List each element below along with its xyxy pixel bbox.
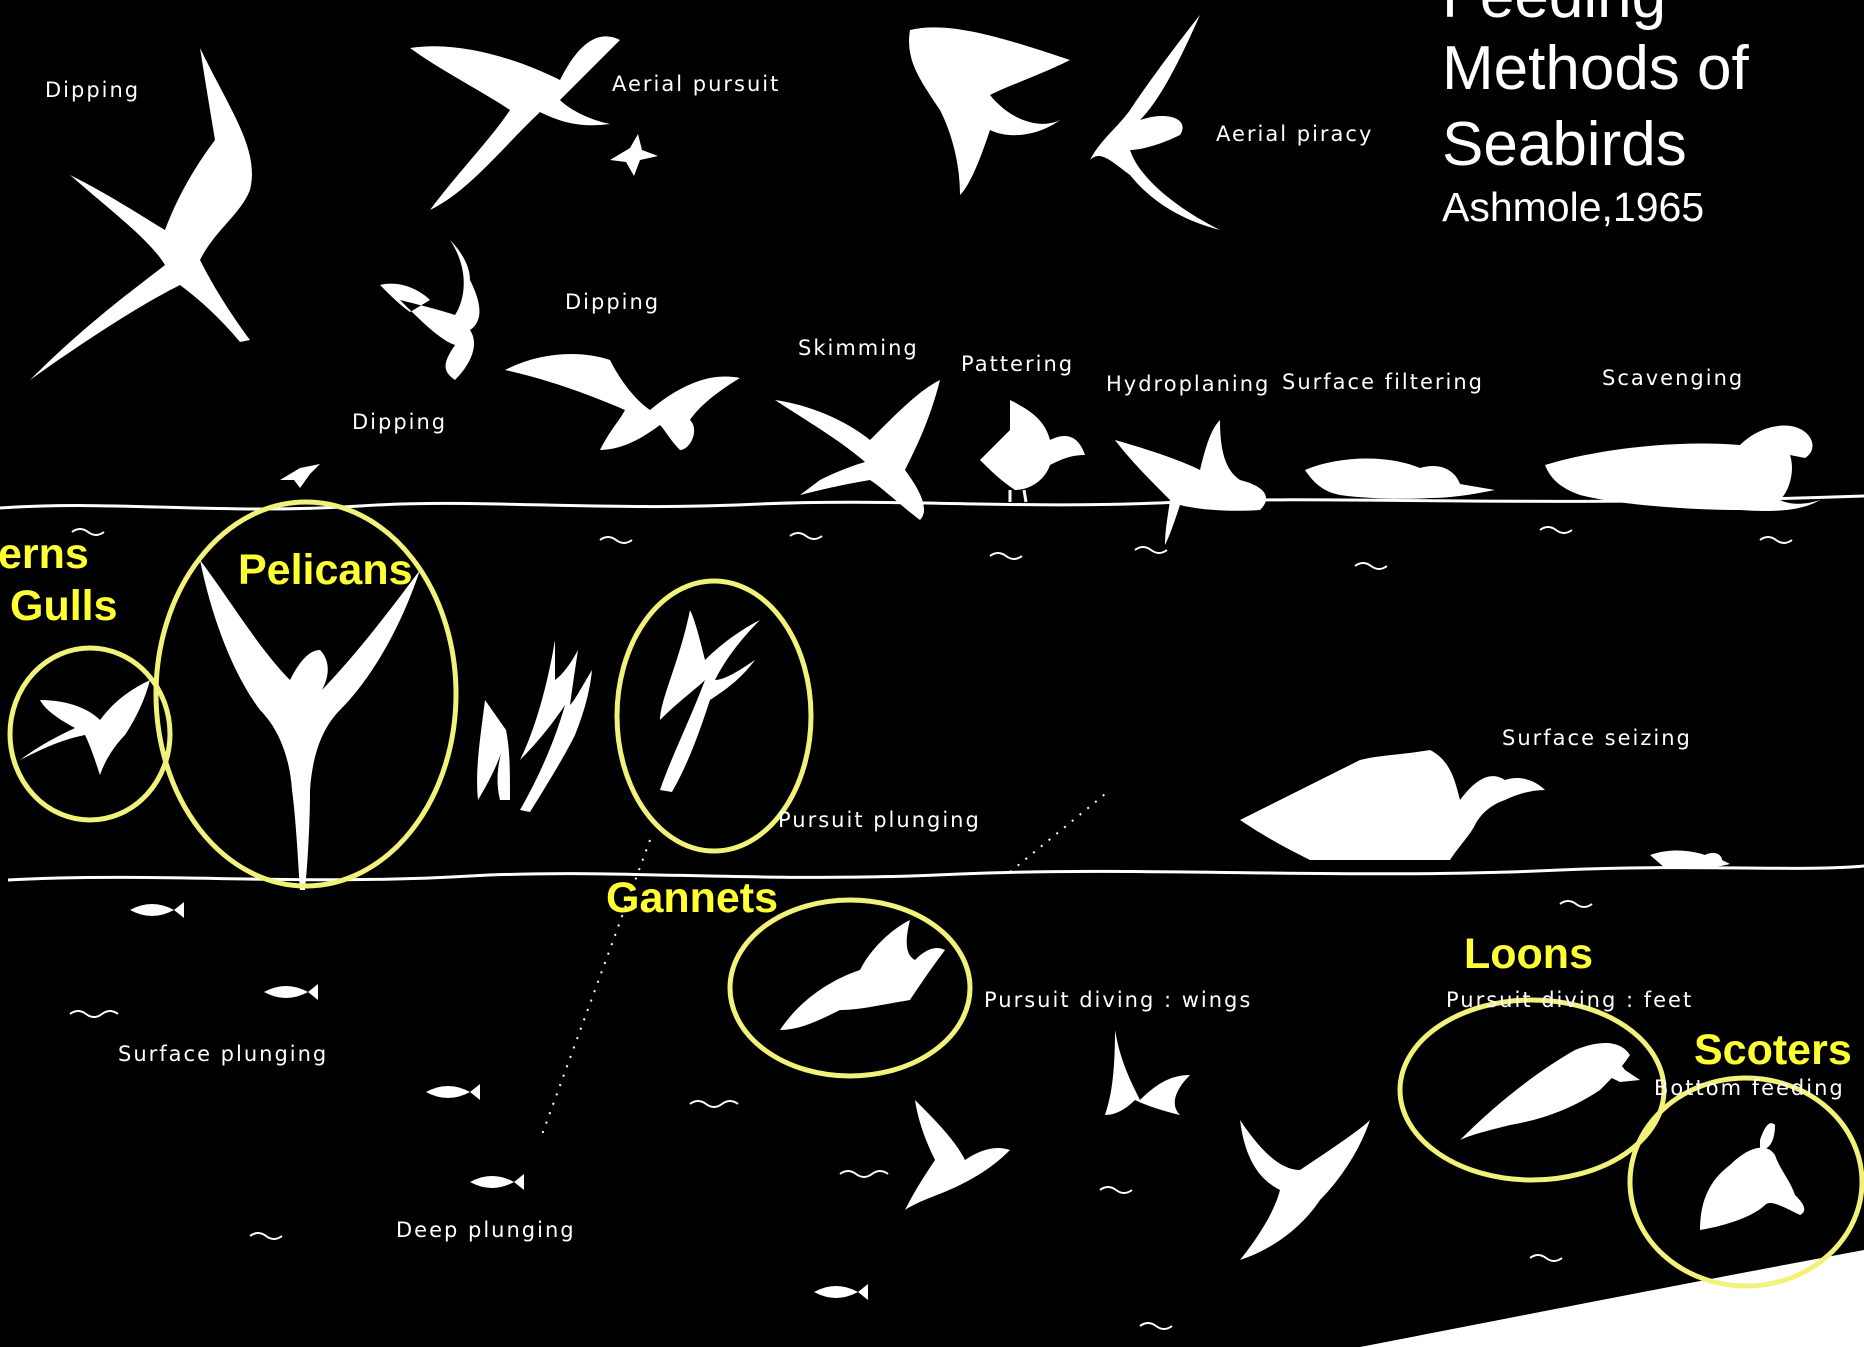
- bird-plunging-mid-2: [477, 700, 510, 800]
- title-line-3: Seabirds: [1442, 112, 1687, 178]
- annotation-scoters: Scoters: [1694, 1026, 1852, 1075]
- bird-hydroplaning: [1115, 420, 1266, 545]
- annotation-gannets: Gannets: [606, 874, 778, 923]
- bird-scavenging: [1545, 426, 1820, 511]
- lower-water-line: [8, 866, 1864, 880]
- label-surface-filtering: Surface filtering: [1282, 370, 1484, 394]
- bird-auk-2: [905, 1100, 1010, 1210]
- bird-pattering: [980, 400, 1085, 490]
- bird-skimming: [775, 380, 940, 520]
- label-bottom-feeding: Bottom feeding: [1654, 1076, 1845, 1100]
- label-pursuit-plunging: Pursuit plunging: [778, 808, 981, 832]
- annotation-pelicans: Pelicans: [238, 546, 413, 595]
- bird-surface-seizing-small: [1650, 850, 1730, 868]
- label-pursuit-diving-wings: Pursuit diving : wings: [984, 988, 1252, 1012]
- title-line-1: Feeding: [1442, 0, 1666, 30]
- wavelets: [70, 527, 1792, 1329]
- annotation-loons: Loons: [1464, 930, 1593, 979]
- bird-gannet-plunging: [660, 610, 760, 792]
- bird-pelican: [200, 560, 420, 890]
- label-aerial-pursuit: Aerial pursuit: [612, 72, 780, 96]
- bird-auk-1: [1105, 1030, 1190, 1115]
- bird-aerial-pursuit-small: [610, 134, 658, 176]
- label-dipping-2: Dipping: [565, 290, 660, 314]
- bird-penguin: [1240, 1120, 1370, 1260]
- annotation-terns: erns: [0, 530, 89, 579]
- title-line-2: Methods of: [1442, 36, 1749, 102]
- bird-pursuit-diving-wings: [780, 920, 945, 1030]
- bird-scoter: [1700, 1123, 1804, 1230]
- bird-aerial-piracy-1: [909, 27, 1070, 195]
- label-surface-plunging: Surface plunging: [118, 1042, 328, 1066]
- label-pursuit-diving-feet: Pursuit diving : feet: [1446, 988, 1693, 1012]
- bird-aerial-pursuit: [410, 36, 620, 210]
- label-scavenging: Scavenging: [1602, 366, 1744, 390]
- label-dipping-3: Dipping: [352, 410, 447, 434]
- bird-dipping-gull: [505, 354, 740, 450]
- label-deep-plunging: Deep plunging: [396, 1218, 576, 1242]
- bird-plunging-mid: [520, 640, 592, 812]
- label-skimming: Skimming: [798, 336, 919, 360]
- annotation-gulls: Gulls: [10, 582, 118, 631]
- bird-aerial-piracy-2: [1090, 15, 1220, 230]
- label-hydroplaning: Hydroplaning: [1106, 372, 1270, 396]
- label-pattering: Pattering: [961, 352, 1074, 376]
- bird-loon: [1460, 1043, 1640, 1140]
- bird-surface-seizing: [1240, 750, 1545, 860]
- title-credit: Ashmole,1965: [1442, 184, 1704, 231]
- label-dipping-1: Dipping: [45, 78, 140, 102]
- pattering-legs: [1010, 490, 1026, 502]
- bird-surface-filtering: [1305, 458, 1495, 498]
- dive-trail-pursuit: [1010, 790, 1110, 872]
- bird-tern-diving: [20, 680, 150, 775]
- bird-dipping-tiny: [280, 464, 320, 488]
- label-surface-seizing: Surface seizing: [1502, 726, 1692, 750]
- label-aerial-piracy: Aerial piracy: [1216, 122, 1373, 146]
- bird-dipping-small: [380, 240, 479, 380]
- sea-bottom: [1360, 1250, 1864, 1347]
